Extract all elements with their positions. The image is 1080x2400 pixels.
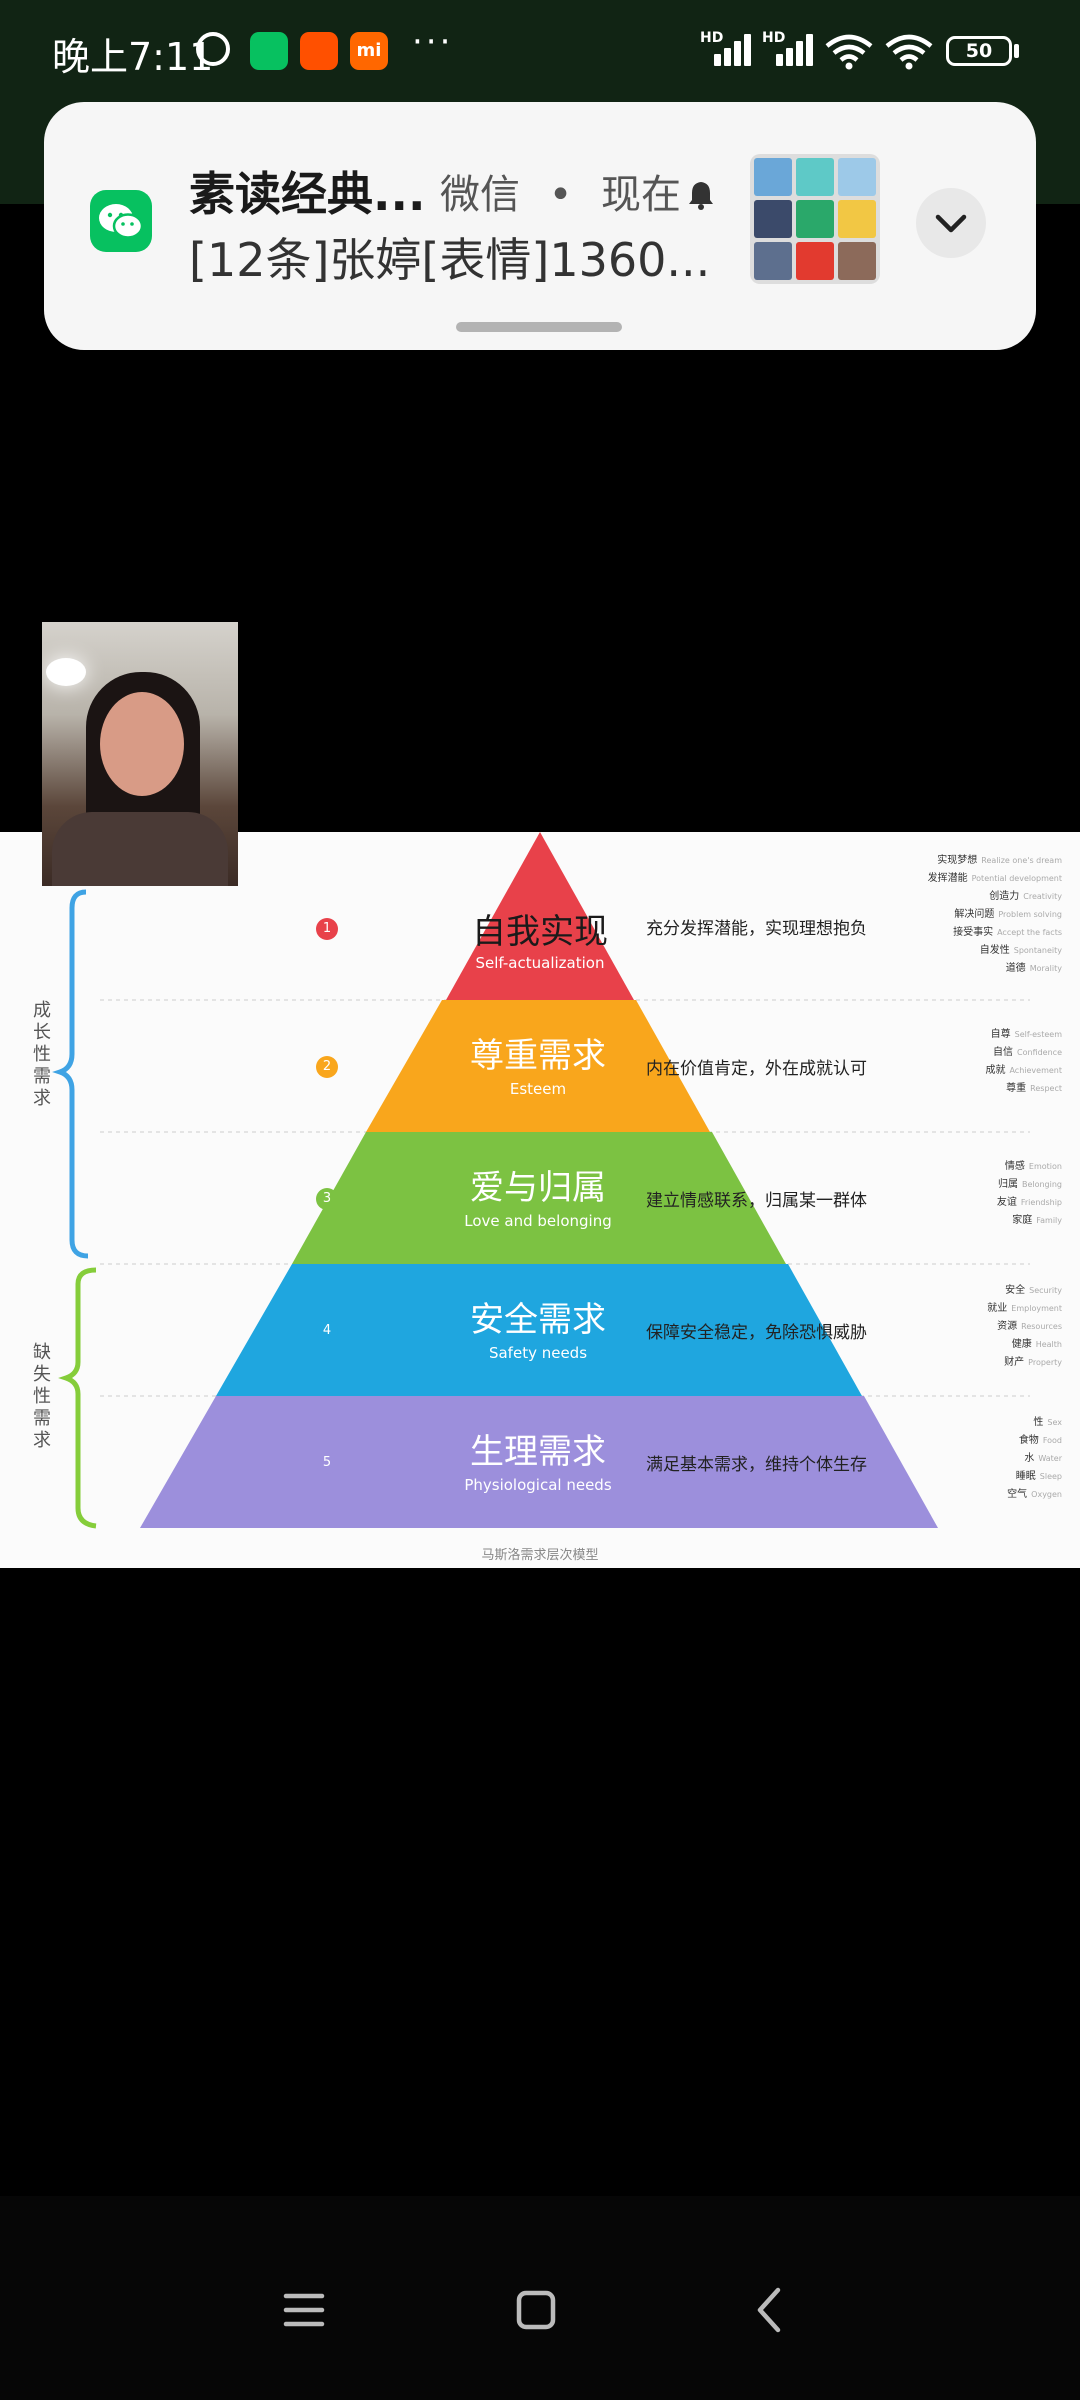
level-3-number: 3: [316, 1188, 338, 1210]
alarm-icon: [196, 32, 230, 66]
signal-icon-2: [766, 32, 814, 66]
level-5-number: 5: [316, 1452, 338, 1474]
deficit-needs-label: 缺失性需求: [33, 1342, 51, 1451]
status-bar: 晚上7:11 mi ··· HD HD 50: [0, 0, 1080, 104]
level-1-subtitle: Self-actualization: [475, 954, 605, 972]
group-avatar: [750, 154, 880, 284]
shared-slide: 成长性需求 缺失性需求 1 自我实现 Self-actualization 充分…: [0, 832, 1080, 1568]
wechat-icon: [250, 32, 288, 70]
growth-needs-label: 成长性需求: [33, 1000, 51, 1109]
more-notifications-icon: ···: [412, 22, 454, 62]
taobao-icon: [300, 32, 338, 70]
level-2-title: 尊重需求: [470, 1036, 606, 1076]
signal-icon-1: [704, 32, 752, 66]
mi-icon: mi: [350, 32, 388, 70]
wechat-app-icon: [90, 190, 152, 252]
level-4-description: 保障安全稳定，免除恐惧威胁: [646, 1323, 867, 1343]
ceiling-lamp: [46, 658, 86, 686]
growth-brace: [52, 889, 89, 1259]
back-icon[interactable]: [740, 2280, 800, 2340]
wifi-icon: [825, 34, 873, 70]
level-3-description: 建立情感联系，归属某一群体: [646, 1191, 867, 1211]
level-3-title: 爱与归属: [470, 1168, 606, 1208]
level-5-band: [140, 1396, 938, 1528]
level-4-subtitle: Safety needs: [488, 1344, 588, 1362]
status-time: 晚上7:11: [52, 35, 214, 79]
level-2-band: [366, 1000, 710, 1132]
hd-label-2: HD: [762, 30, 786, 46]
battery-cap: [1014, 44, 1019, 58]
level-1-number: 1: [316, 918, 338, 940]
menu-icon[interactable]: [274, 2280, 334, 2340]
battery-level: 50: [965, 40, 993, 62]
level-5-title: 生理需求: [470, 1432, 606, 1472]
chevron-down-icon: [935, 214, 967, 233]
bell-icon: [689, 182, 713, 210]
presenter-face: [100, 692, 184, 796]
level-2-description: 内在价值肯定，外在成就认可: [646, 1059, 867, 1079]
presenter-clothing: [52, 812, 228, 886]
navigation-bar: [0, 2196, 1080, 2400]
level-1-description: 充分发挥潜能，实现理想抱负: [646, 919, 867, 939]
hd-label-1: HD: [700, 30, 724, 46]
level-4-number: 4: [316, 1320, 338, 1342]
notification-app-name: 微信: [440, 172, 520, 218]
battery-icon: 50: [946, 36, 1012, 66]
level-1-band: [446, 832, 634, 1000]
level-3-band: [292, 1132, 786, 1264]
level-5-description: 满足基本需求，维持个体生存: [646, 1455, 867, 1475]
home-icon[interactable]: [506, 2280, 566, 2340]
slide-caption: 马斯洛需求层次模型: [481, 1548, 599, 1563]
level-4-title: 安全需求: [470, 1300, 606, 1340]
pyramid-graphic: [52, 832, 1030, 1529]
level-2-subtitle: Esteem: [509, 1080, 567, 1098]
level-1-title: 自我实现: [472, 912, 608, 952]
notification-separator: •: [548, 172, 573, 218]
notification-meta: 微信 • 现在: [440, 162, 681, 220]
wifi-hotspot-icon: [885, 34, 933, 70]
notification-time: 现在: [601, 172, 682, 218]
wechat-notification[interactable]: 素读经典... 微信 • 现在 [12条]张婷[表情]1360...: [44, 102, 1036, 350]
deficit-brace: [58, 1267, 97, 1529]
presenter-video-thumbnail[interactable]: [42, 622, 238, 886]
level-3-subtitle: Love and belonging: [464, 1212, 612, 1230]
level-2-number: 2: [316, 1056, 338, 1078]
level-4-band: [216, 1264, 862, 1396]
expand-button[interactable]: [916, 188, 986, 258]
notification-body: [12条]张婷[表情]1360...: [189, 233, 711, 287]
level-5-subtitle: Physiological needs: [464, 1476, 612, 1494]
notification-title: 素读经典...: [189, 167, 426, 221]
notification-drag-handle[interactable]: [456, 322, 622, 332]
